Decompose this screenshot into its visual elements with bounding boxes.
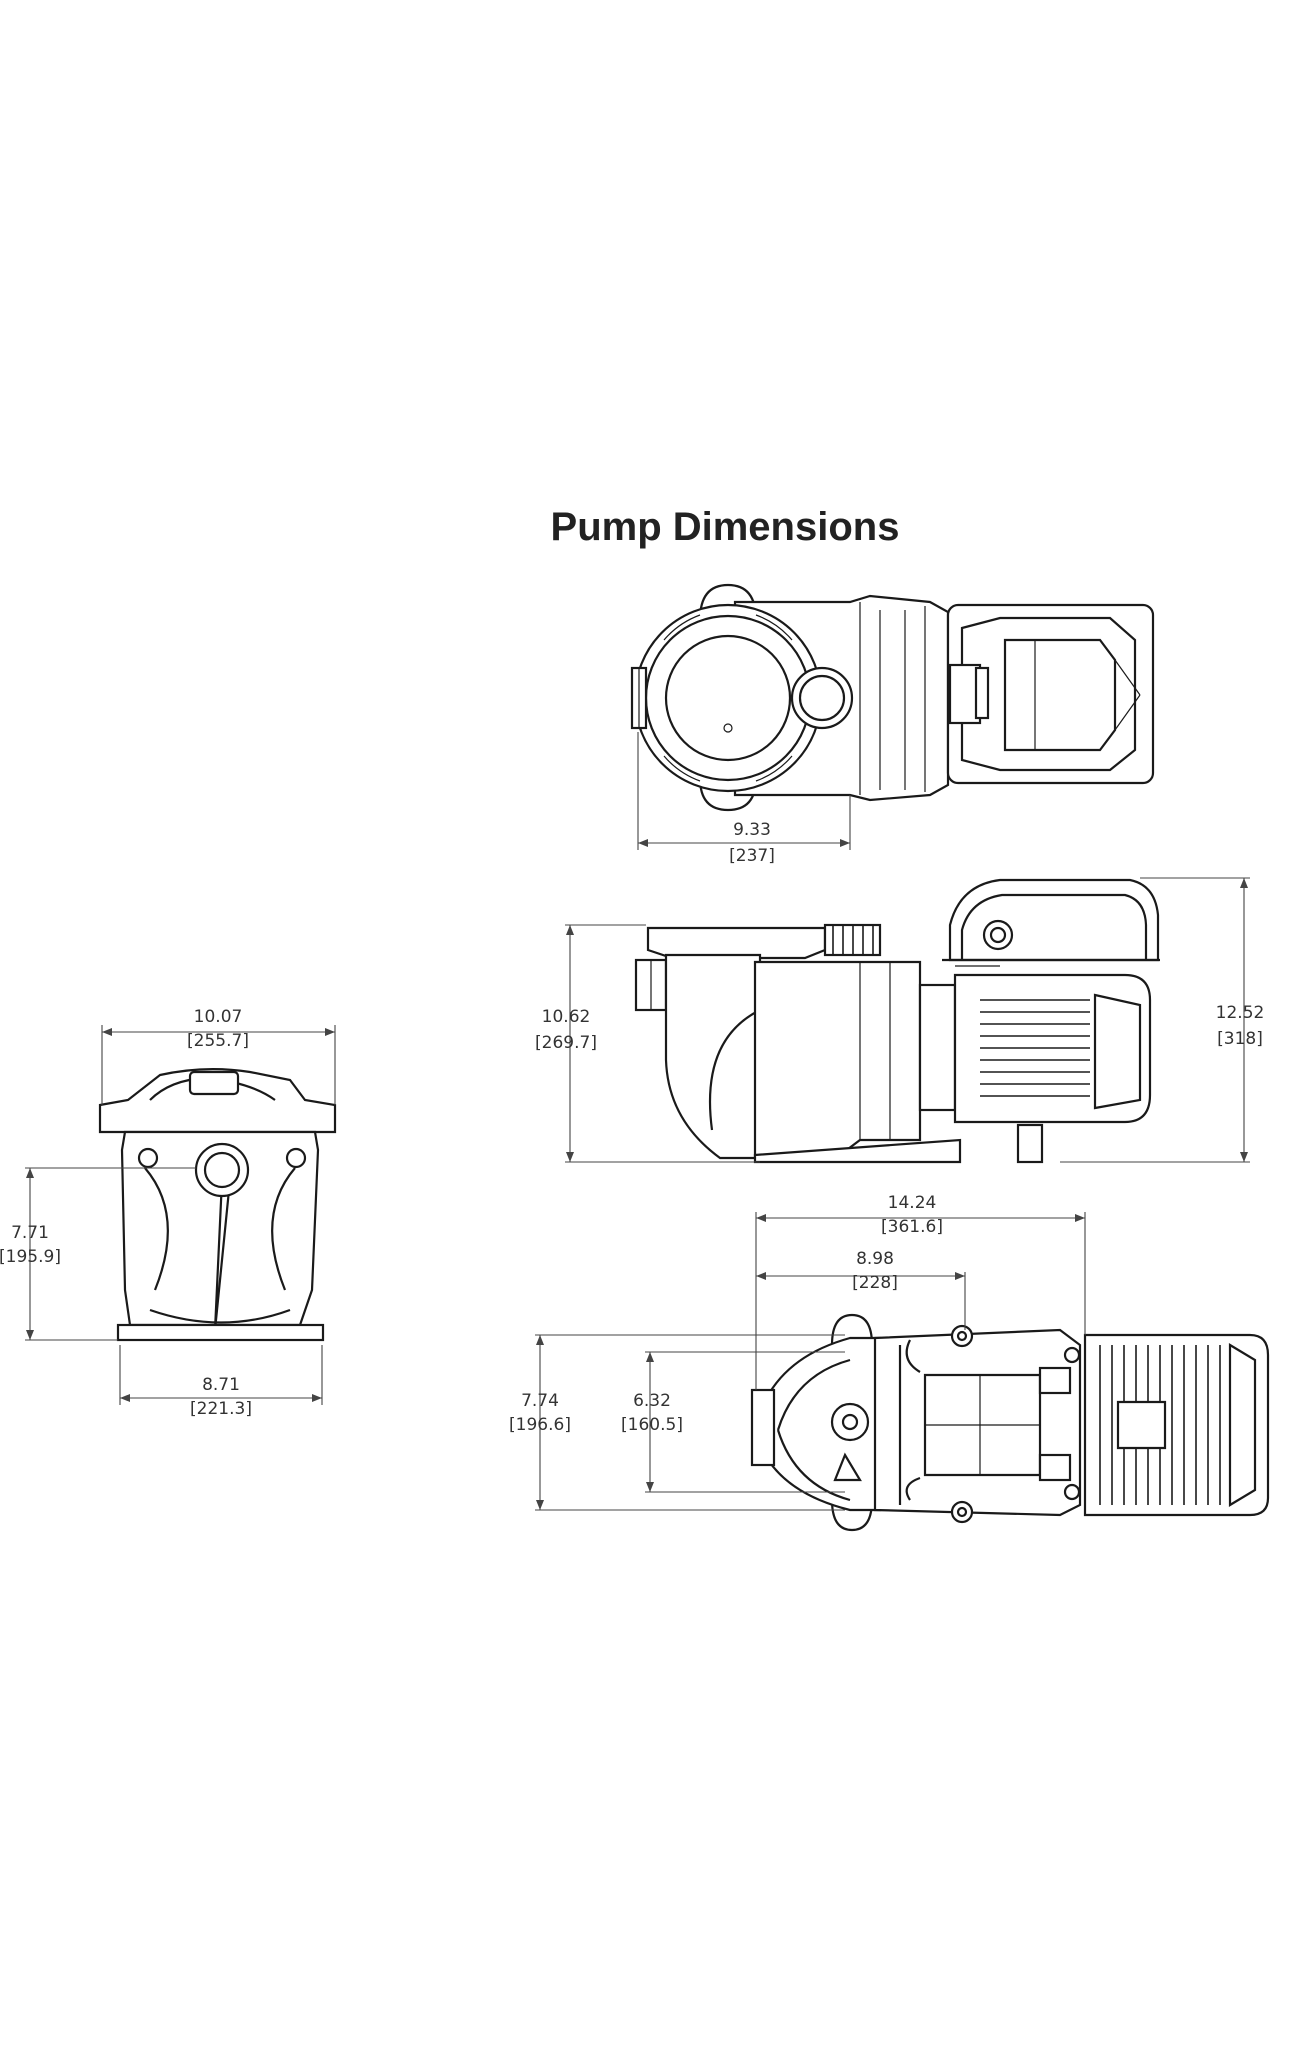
side-view-height-right-inches: 12.52 <box>1216 1003 1265 1023</box>
bottom-view-width-inner-mm: [160.5] <box>621 1415 683 1435</box>
bottom-view-inlet <box>750 1388 776 1467</box>
side-view-height-right-mm: [318] <box>1217 1029 1263 1049</box>
top-view-motor <box>946 603 1155 785</box>
front-view-lid <box>98 1068 337 1134</box>
page-title: Pump Dimensions <box>550 505 900 549</box>
bottom-view-pump-body <box>873 1328 1082 1517</box>
side-view-lid <box>646 926 827 960</box>
bottom-view-length-partial-inches: 8.98 <box>856 1249 894 1269</box>
front-view-height-inches: 7.71 <box>11 1223 49 1243</box>
front-view-base <box>116 1323 325 1342</box>
front-view-height-mm: [195.9] <box>0 1247 61 1267</box>
front-view: 10.07 [255.7] 7.71 [195.9] 8.71 [221.3] <box>0 1007 337 1419</box>
side-view-height-left-mm: [269.7] <box>535 1033 597 1053</box>
bottom-view-width-outer-inches: 7.74 <box>521 1391 559 1411</box>
front-view-width-base-mm: [221.3] <box>190 1399 252 1419</box>
bottom-view-length-total-mm: [361.6] <box>881 1217 943 1237</box>
front-view-width-base-inches: 8.71 <box>202 1375 240 1395</box>
bottom-view-motor <box>1083 1333 1270 1517</box>
bottom-view-length-total-inches: 14.24 <box>888 1193 937 1213</box>
side-view-base <box>753 1138 962 1164</box>
side-view-strainer-pot <box>664 953 762 1160</box>
front-view-width-top-inches: 10.07 <box>194 1007 243 1027</box>
bottom-view-width-inner-inches: 6.32 <box>633 1391 671 1411</box>
top-view-width-mm: [237] <box>729 846 775 866</box>
side-view-drive <box>948 878 1160 962</box>
top-view-width-inches: 9.33 <box>733 820 771 840</box>
bottom-view-length-partial-mm: [228] <box>852 1273 898 1293</box>
bottom-view-width-outer-mm: [196.6] <box>509 1415 571 1435</box>
top-view: 9.33 [237] <box>630 583 1155 866</box>
bottom-view: 14.24 [361.6] 8.98 [228] 7.74 [196.6] 6.… <box>509 1193 1270 1532</box>
side-view: 10.62 [269.7] 12.52 [318] <box>535 877 1265 1164</box>
front-view-discharge <box>194 1142 250 1198</box>
side-view-height-left-inches: 10.62 <box>542 1007 591 1027</box>
front-view-width-top-mm: [255.7] <box>187 1031 249 1051</box>
side-view-pump-body <box>753 960 922 1160</box>
